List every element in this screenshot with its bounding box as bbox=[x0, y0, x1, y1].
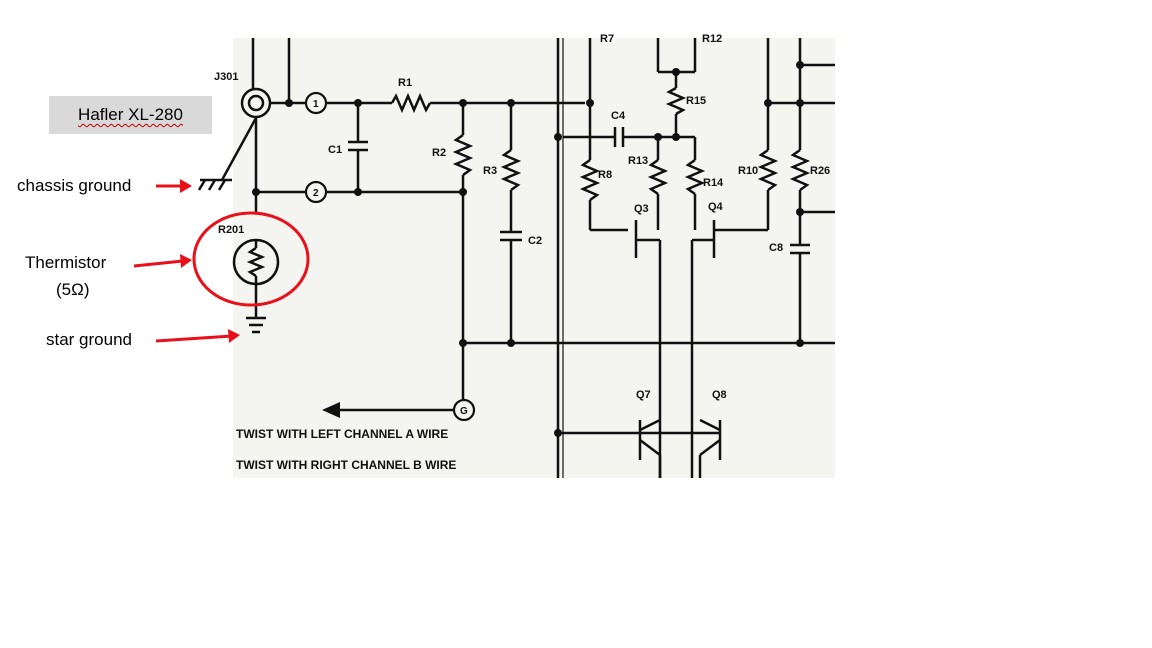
thermistor-label: Thermistor bbox=[25, 253, 107, 272]
schematic-wires bbox=[197, 38, 835, 478]
red-annotations bbox=[133, 184, 310, 343]
r201-label: R201 bbox=[218, 224, 244, 236]
star-ground-label: star ground bbox=[46, 330, 132, 349]
c8-label: C8 bbox=[769, 242, 783, 254]
r15-label: R15 bbox=[686, 95, 706, 107]
j301-label: J301 bbox=[214, 71, 238, 83]
c2-label: C2 bbox=[528, 235, 542, 247]
r26-label: R26 bbox=[810, 165, 830, 177]
q8-label: Q8 bbox=[712, 389, 727, 401]
node-2-label: 2 bbox=[313, 188, 319, 199]
q7-label: Q7 bbox=[636, 389, 651, 401]
r2-label: R2 bbox=[432, 147, 446, 159]
r12-label: R12 bbox=[702, 33, 722, 45]
node-2-circle bbox=[304, 180, 328, 204]
thermistor-highlight-circle bbox=[192, 211, 310, 307]
c4-label: C4 bbox=[611, 110, 626, 122]
model-label-box: Hafler XL-280 bbox=[49, 96, 212, 134]
r10-label: R10 bbox=[738, 165, 758, 177]
r7-label: R7 bbox=[600, 33, 614, 45]
chassis-ground-label: chassis ground bbox=[17, 176, 132, 195]
q4-label: Q4 bbox=[708, 201, 724, 213]
r8-label: R8 bbox=[598, 169, 612, 181]
node-1-label: 1 bbox=[313, 99, 319, 110]
r13-label: R13 bbox=[628, 155, 648, 167]
node-1-circle bbox=[304, 91, 328, 115]
c1-label: C1 bbox=[328, 144, 342, 156]
node-g-label: G bbox=[460, 406, 468, 417]
junction-dots bbox=[252, 61, 804, 437]
model-label: Hafler XL-280 bbox=[78, 105, 183, 124]
r3-label: R3 bbox=[483, 165, 497, 177]
thermistor-value-label: (5Ω) bbox=[56, 280, 90, 299]
twist-note-b: TWIST WITH RIGHT CHANNEL B WIRE bbox=[236, 458, 456, 472]
r14-label: R14 bbox=[703, 177, 724, 189]
arrowhead bbox=[322, 402, 340, 418]
node-g-circle bbox=[452, 398, 476, 422]
j301-jack-icon bbox=[240, 87, 272, 119]
scan-background bbox=[233, 38, 835, 478]
star-ground-arrow bbox=[155, 334, 233, 343]
q3-label: Q3 bbox=[634, 203, 649, 215]
r1-label: R1 bbox=[398, 77, 412, 89]
twist-note-a: TWIST WITH LEFT CHANNEL A WIRE bbox=[236, 427, 448, 441]
thermistor-arrow bbox=[133, 259, 184, 268]
